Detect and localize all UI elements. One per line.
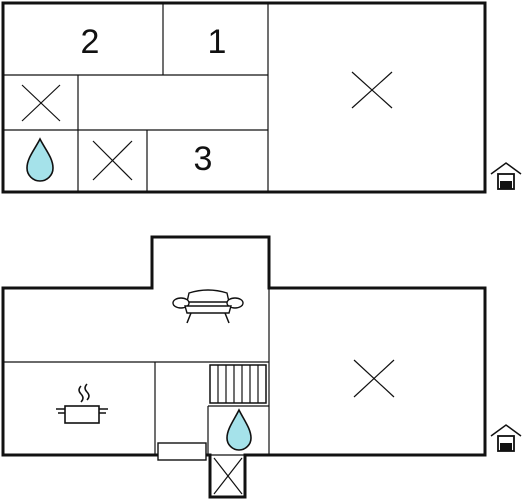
staircase-icon	[209, 364, 267, 404]
water-drop-icon	[226, 408, 252, 451]
house-icon	[490, 162, 522, 190]
cooking-pot-icon	[56, 383, 108, 424]
upper-floor: 2 1 3	[1, 1, 522, 194]
cross-icon	[351, 71, 393, 109]
house-icon	[490, 424, 522, 452]
sofa-icon	[172, 289, 244, 324]
cross-icon	[92, 140, 133, 181]
radiator-icon	[157, 442, 207, 461]
water-drop-icon	[26, 137, 54, 182]
cross-icon	[213, 457, 243, 495]
lower-floor	[1, 235, 522, 499]
room-number-3: 3	[194, 140, 213, 178]
room-number-1: 1	[208, 23, 227, 61]
cross-icon	[21, 84, 61, 122]
room-number-2: 2	[81, 23, 100, 61]
upper-floor-outline	[1, 1, 487, 194]
cross-icon	[353, 359, 395, 398]
